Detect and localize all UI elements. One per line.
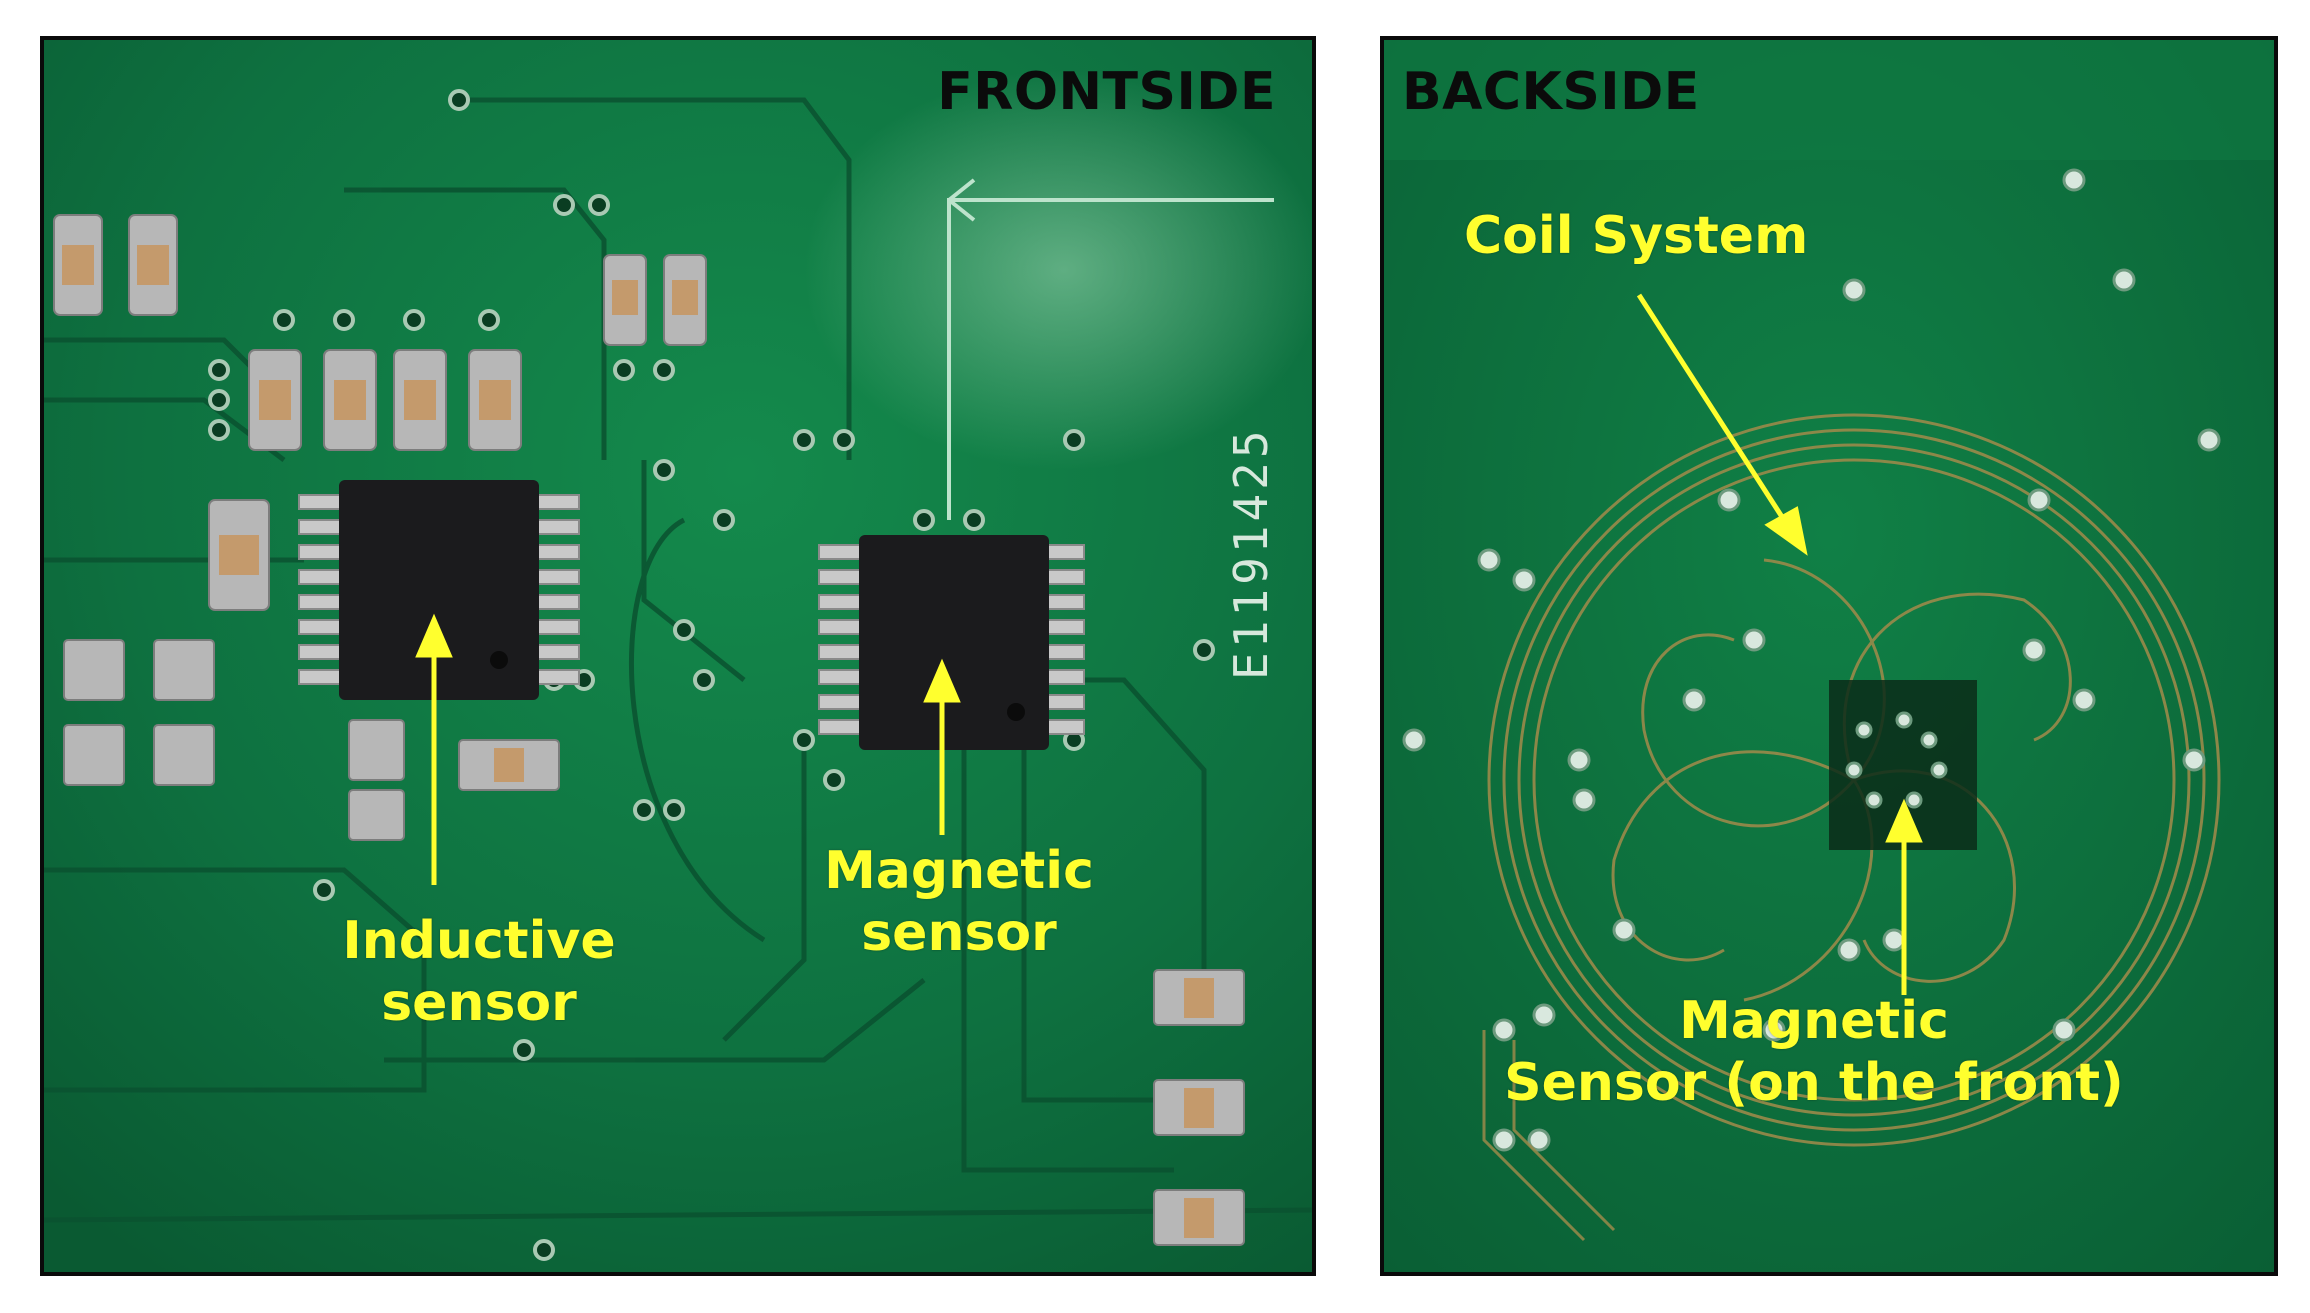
magnetic-sensor-back-label: Magnetic Sensor (on the front) [1464, 990, 2164, 1115]
magnetic-sensor-chip [818, 535, 1085, 750]
callout-arrows [415, 613, 961, 885]
backside-photo: BACKSIDE Coil System Magnetic Sensor (on… [1380, 36, 2278, 1276]
smd-components [53, 214, 1245, 1246]
frontside-photo: FRONTSIDE E1191425 Inductive sensor Magn… [40, 36, 1316, 1276]
inductive-label-line-2: sensor [381, 973, 577, 1034]
board-marking: E1191425 [1224, 426, 1278, 680]
magnetic-label-line-1: Magnetic [824, 841, 1094, 901]
magnetic-label-line-2: sensor [861, 903, 1057, 964]
backside-title: BACKSIDE [1402, 62, 1700, 122]
magnetic-back-line-1: Magnetic [1679, 991, 1949, 1051]
magnetic-back-line-2: Sensor (on the front) [1504, 1053, 2124, 1114]
frontside-pcb-drawing [44, 40, 1312, 1272]
magnetic-sensor-label: Magnetic sensor [789, 840, 1129, 965]
inductive-label-line-1: Inductive [342, 911, 616, 971]
frontside-title: FRONTSIDE [937, 62, 1276, 122]
backside-callout-arrows [1636, 293, 1923, 995]
inductive-sensor-chip [298, 480, 580, 700]
coil-system-label: Coil System [1464, 206, 1809, 266]
backside-pcb-drawing [1384, 40, 2274, 1272]
inductive-sensor-label: Inductive sensor [314, 910, 644, 1035]
coil-rings [1487, 413, 2221, 1147]
